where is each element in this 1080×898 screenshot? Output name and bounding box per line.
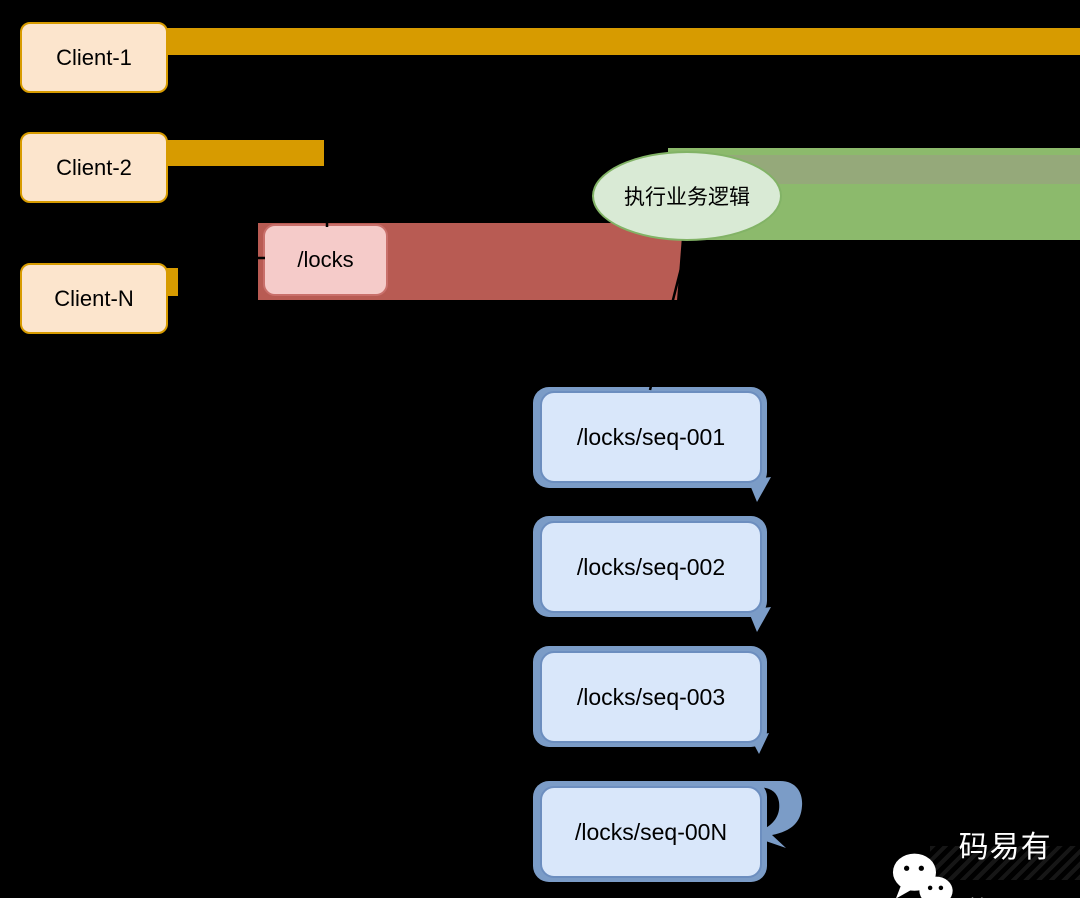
client-2-node: Client-2 bbox=[20, 132, 168, 203]
client-2-label: Client-2 bbox=[56, 154, 132, 180]
seq-001-label: /locks/seq-001 bbox=[576, 423, 726, 450]
seq-003-node: /locks/seq-003 bbox=[540, 651, 762, 743]
client-2-arrow-bar bbox=[150, 140, 324, 166]
wechat-icon bbox=[892, 853, 953, 898]
client-n-label: Client-N bbox=[54, 285, 134, 311]
seq-00n-node: /locks/seq-00N bbox=[540, 786, 762, 878]
seq-002-label: /locks/seq-002 bbox=[576, 553, 726, 580]
client-n-node: Client-N bbox=[20, 263, 168, 334]
seq-00n-label: /locks/seq-00N bbox=[574, 818, 728, 845]
business-logic-label: 执行业务逻辑 bbox=[624, 186, 750, 209]
locks-root-label: /locks bbox=[297, 247, 354, 272]
seq-002-node: /locks/seq-002 bbox=[540, 521, 762, 613]
business-logic-ellipse: 执行业务逻辑 bbox=[592, 151, 782, 241]
watermark-shadow bbox=[930, 846, 1080, 880]
locks-root-node: /locks bbox=[263, 224, 388, 296]
client-1-label: Client-1 bbox=[56, 44, 132, 70]
client-1-arrow-bar bbox=[150, 28, 1080, 55]
seq-003-label: /locks/seq-003 bbox=[576, 683, 726, 710]
watermark-text: 码易有道 bbox=[958, 831, 1052, 898]
seq-001-node: /locks/seq-001 bbox=[540, 391, 762, 483]
watermark: 码易有道 bbox=[890, 815, 1080, 898]
client-1-node: Client-1 bbox=[20, 22, 168, 93]
